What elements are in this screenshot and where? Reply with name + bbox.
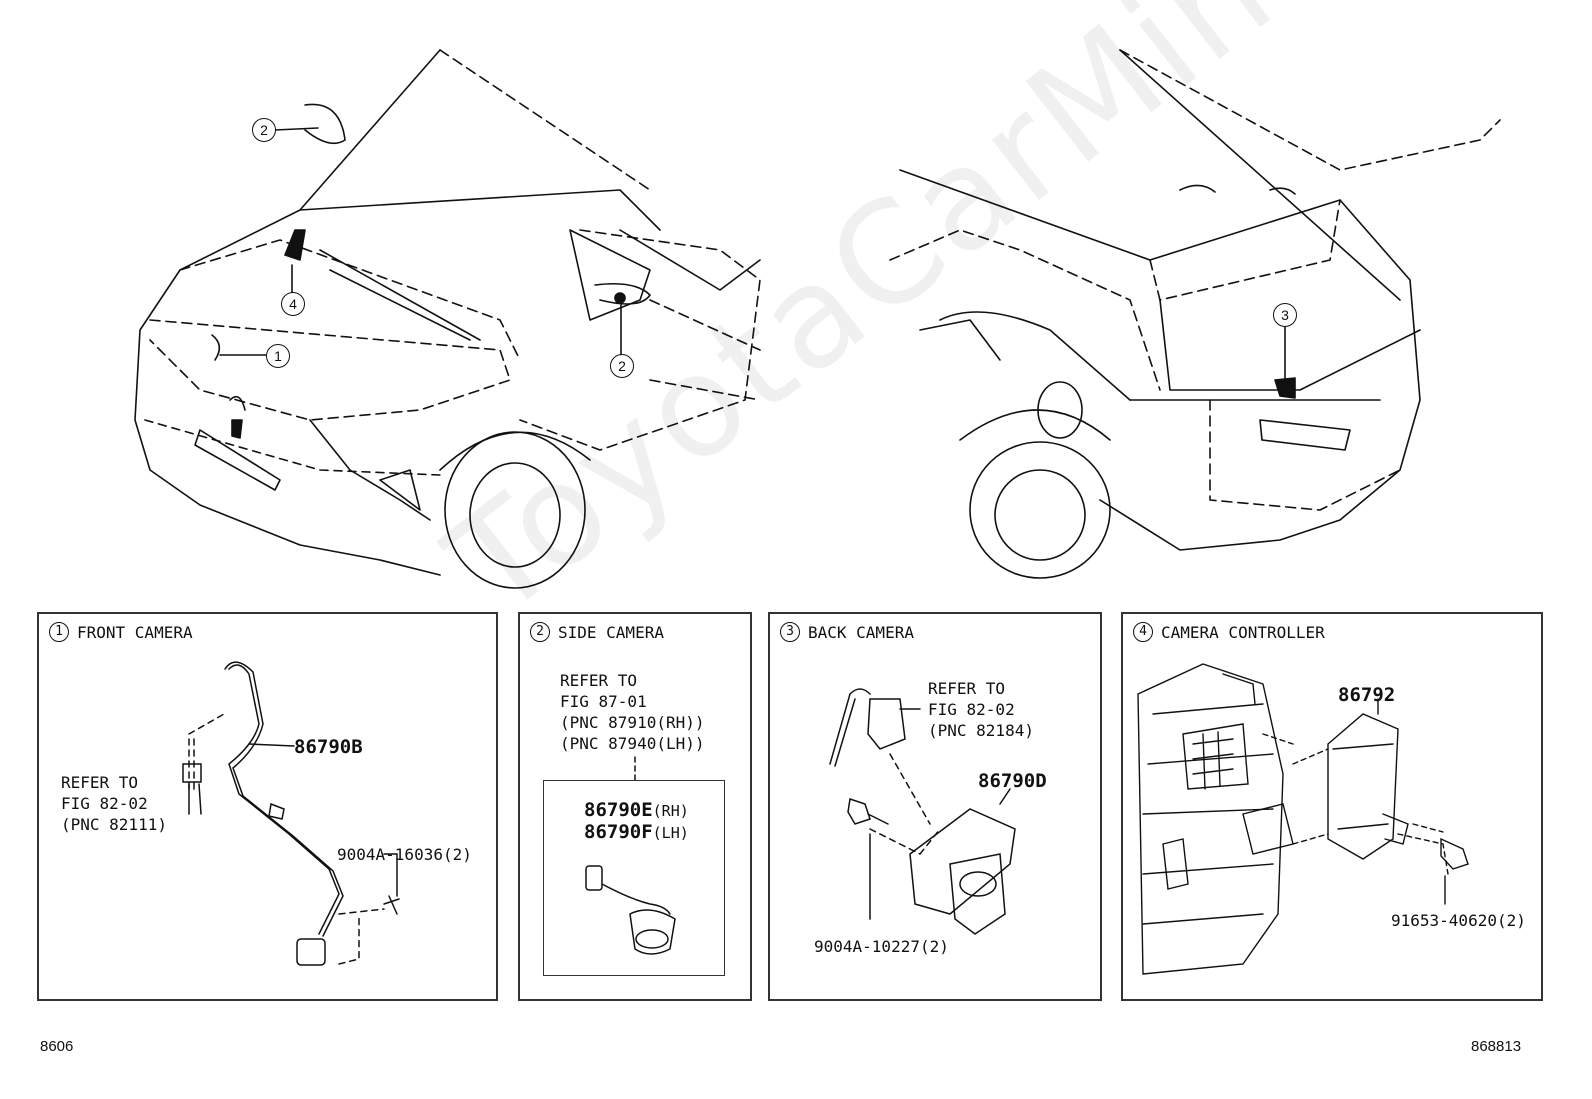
callout-back-camera: 3 (1273, 303, 1297, 327)
panel-title-text: FRONT CAMERA (77, 622, 193, 642)
rh-label: (RH) (652, 802, 689, 820)
rear-vehicle-drawing (889, 49, 1501, 579)
bolt-part-number: 9004A-16036(2) (337, 845, 472, 864)
callout-side-camera-right: 2 (610, 354, 634, 378)
vehicle-illustrations (134, 49, 1501, 589)
side-camera-subbox: 86790E(RH) 86790F(LH) (543, 780, 725, 976)
panel-number: 4 (1133, 622, 1153, 642)
panel-title: 2 SIDE CAMERA (530, 622, 664, 642)
callout-side-camera-left: 2 (252, 118, 276, 142)
part-number-86790F: 86790F(LH) (584, 821, 689, 843)
back-camera-drawing (829, 688, 1016, 935)
part-number-86790B: 86790B (294, 736, 363, 758)
panel-title-text: SIDE CAMERA (558, 622, 664, 642)
panel-number: 1 (49, 622, 69, 642)
part-number-86792: 86792 (1338, 684, 1396, 706)
panel-number: 2 (530, 622, 550, 642)
bolt-part-number: 91653-40620(2) (1391, 911, 1526, 930)
panel-side-camera: 2 SIDE CAMERA REFER TO FIG 87-01 (PNC 87… (518, 612, 752, 1001)
panel-title: 4 CAMERA CONTROLLER (1133, 622, 1325, 642)
callout-front-camera: 1 (266, 344, 290, 368)
panel-title-text: BACK CAMERA (808, 622, 914, 642)
panel-front-camera: 1 FRONT CAMERA 86790B REFER TO FIG 82-02… (37, 612, 498, 1001)
part-code-lh: 86790F (584, 821, 653, 843)
part-number-86790D: 86790D (978, 770, 1047, 792)
front-vehicle-drawing (134, 49, 761, 589)
figure-code: 8606 (40, 1038, 74, 1055)
part-code-rh: 86790E (584, 799, 653, 821)
side-camera-drawing (585, 756, 676, 955)
panel-back-camera: 3 BACK CAMERA REFER TO FIG 82-02 (PNC 82… (768, 612, 1102, 1001)
refer-note: REFER TO FIG 82-02 (PNC 82184) (928, 679, 1034, 740)
panel-number: 3 (780, 622, 800, 642)
camera-controller-drawing (1137, 663, 1469, 975)
front-camera-drawing (182, 661, 400, 966)
panel-camera-controller: 4 CAMERA CONTROLLER (1121, 612, 1543, 1001)
panel-title: 1 FRONT CAMERA (49, 622, 193, 642)
callout-camera-controller: 4 (281, 292, 305, 316)
refer-note: REFER TO FIG 87-01 (PNC 87910(RH)) (PNC … (560, 671, 705, 753)
illustration-number: 868813 (1471, 1038, 1522, 1055)
bolt-part-number: 9004A-10227(2) (814, 937, 949, 956)
panel-title-text: CAMERA CONTROLLER (1161, 622, 1325, 642)
refer-note: REFER TO FIG 82-02 (PNC 82111) (61, 773, 167, 834)
part-number-86790E: 86790E(RH) (584, 799, 689, 821)
panel-title: 3 BACK CAMERA (780, 622, 914, 642)
lh-label: (LH) (652, 824, 689, 842)
